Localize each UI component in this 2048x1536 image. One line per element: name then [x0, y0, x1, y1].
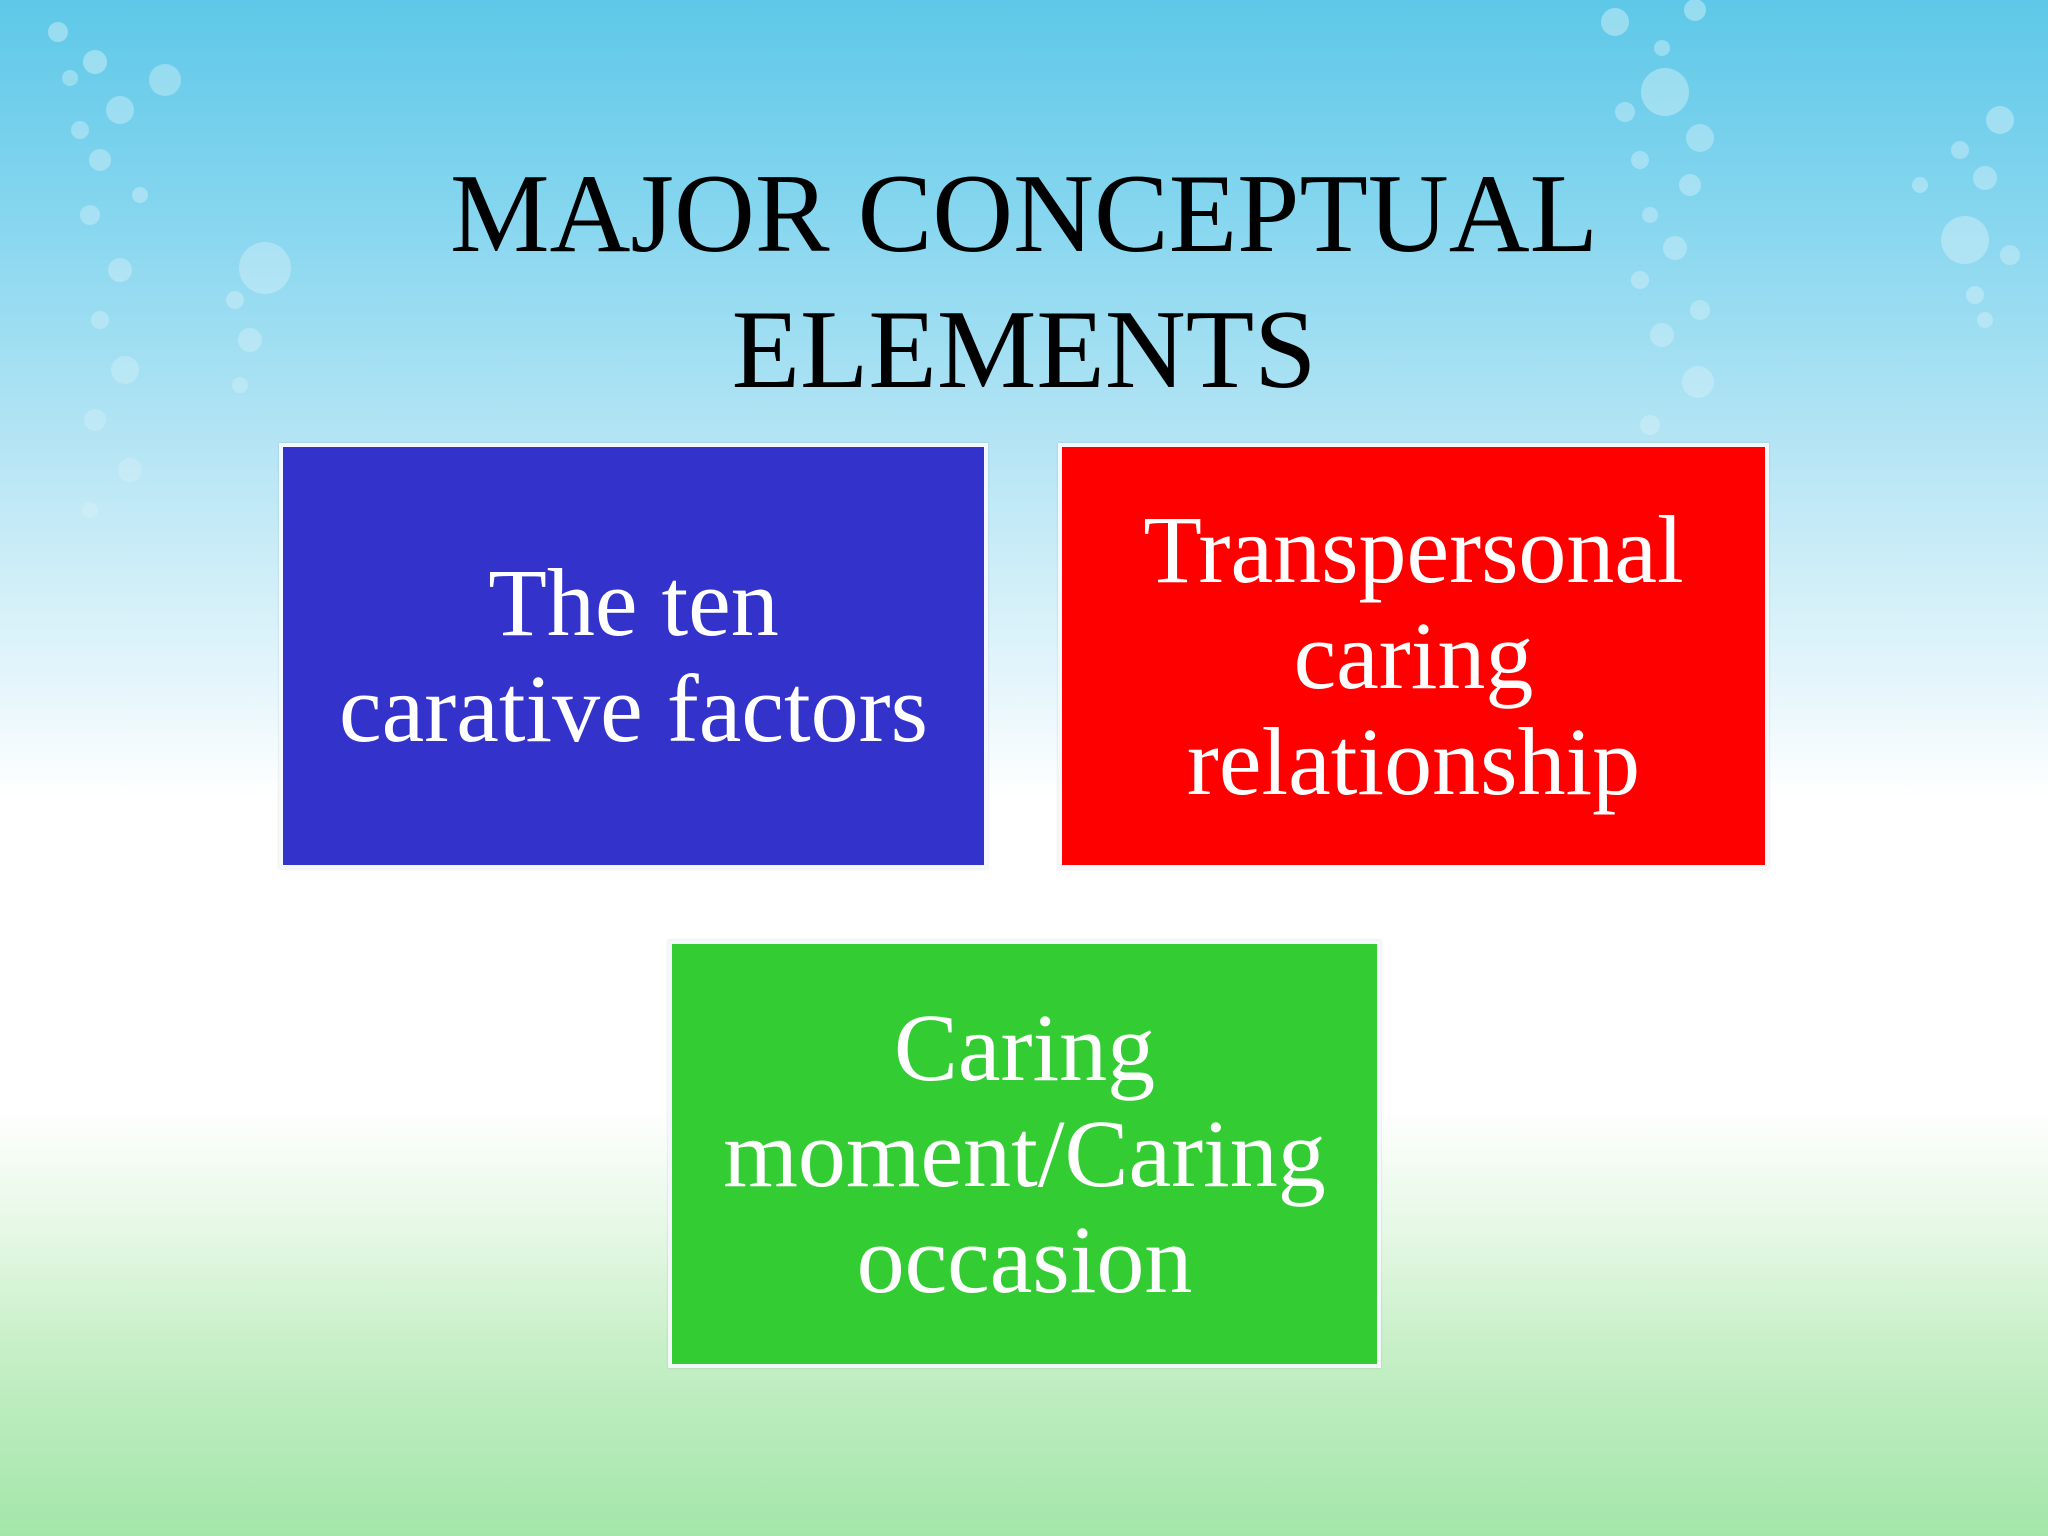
concept-box-line: moment/Caring: [723, 1100, 1326, 1207]
concept-box-line: The ten: [488, 549, 779, 656]
concept-box-line: carative factors: [339, 655, 928, 762]
concept-box-label: The ten carative factors: [339, 550, 928, 762]
concept-box-line: relationship: [1186, 708, 1641, 815]
slide-title-line-1: MAJOR CONCEPTUAL: [449, 152, 1599, 276]
slide-title: MAJOR CONCEPTUAL ELEMENTS: [224, 146, 1824, 418]
slide-title-line-2: ELEMENTS: [731, 288, 1317, 412]
concept-box-label: Caring moment/Caring occasion: [723, 995, 1326, 1313]
concept-box-transpersonal-relationship: Transpersonal caring relationship: [1058, 443, 1769, 869]
concept-box-caring-moment: Caring moment/Caring occasion: [668, 940, 1381, 1368]
concept-box-line: Transpersonal: [1143, 496, 1684, 603]
concept-box-line: Caring: [893, 994, 1156, 1101]
concept-box-line: occasion: [856, 1206, 1193, 1313]
concept-box-carative-factors: The ten carative factors: [279, 443, 988, 869]
concept-box-line: caring: [1293, 602, 1534, 709]
concept-box-label: Transpersonal caring relationship: [1143, 497, 1683, 815]
